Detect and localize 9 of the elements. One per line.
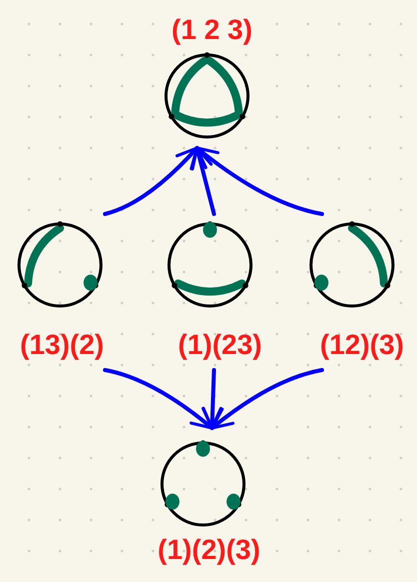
arrow [202,368,224,430]
arrow [210,368,324,430]
arrow [191,146,216,216]
cycle-notation-label: (12)(3) [320,331,404,359]
arrow [195,146,324,216]
cycle-notation-label: (1 2 3) [172,16,252,44]
cycle-notation-label: (1)(2)(3) [158,536,260,564]
cycle-notation-label: (1)(23) [178,331,262,359]
cycle-notation-label: (13)(2) [20,331,104,359]
